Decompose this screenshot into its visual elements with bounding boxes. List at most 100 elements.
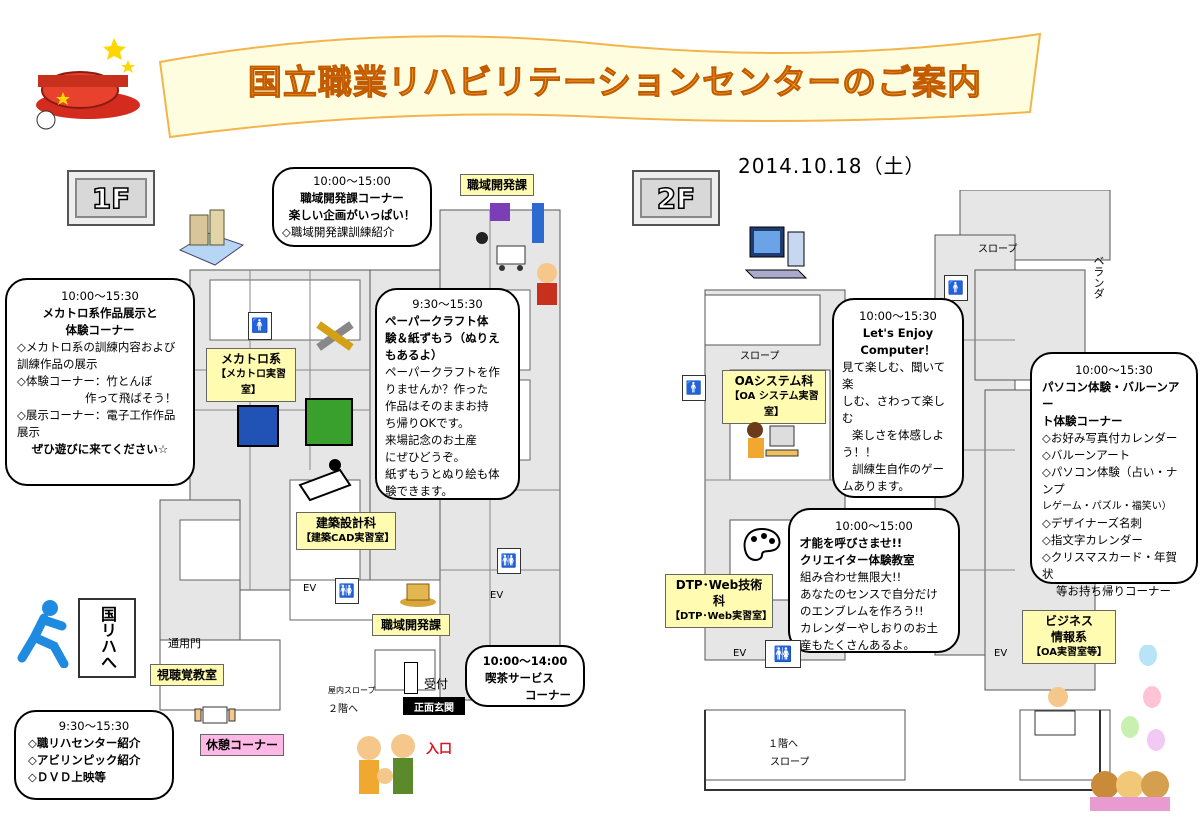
time-text: 10:00〜15:00 (313, 174, 391, 188)
detail-text: 験できます。 (385, 484, 453, 498)
time-text: 10:00〜15:30 (1075, 363, 1153, 377)
detail-text: ◇アビリンピック紹介 (28, 753, 141, 767)
detail-text: ムあります。 (842, 479, 910, 493)
tools-icon (316, 321, 354, 351)
slope-label: スロープ (770, 757, 810, 768)
detail-text: 組み合わせ無限大!! (800, 570, 902, 584)
main-entrance-label: 正面玄関 (403, 697, 465, 715)
label-text: 【OA実習室等】 (1031, 647, 1107, 658)
computer-icon (744, 226, 808, 279)
time-text: 9:30〜15:30 (58, 719, 130, 733)
time-text: 10:00〜15:30 (61, 289, 139, 303)
airplane-icon (36, 38, 140, 130)
entry-label: 入口 (426, 742, 453, 757)
detail-text: にぜひどうぞ。 (385, 450, 466, 464)
label-oa-system: OAシステム科 【OA システム実習室】 (722, 370, 826, 424)
detail-text: しむ、さわって楽しむ (842, 394, 945, 425)
detail-text: 作って飛ばそう！ (85, 391, 177, 405)
detail-text: ト体験コーナー (1042, 414, 1123, 428)
detail-text: 紙ずもうとぬり絵も体 (385, 467, 500, 481)
cafe-bubble: 10:00〜14:00 喫茶サービス コーナー (465, 645, 585, 707)
person-computer-icon (747, 422, 799, 458)
screwdriver-icon (305, 398, 353, 446)
palette-icon (743, 527, 781, 561)
detail-text: 職域開発課コーナー (300, 191, 404, 205)
label-text: 【建築CAD実習室】 (301, 533, 395, 544)
label-text: ビジネス (1044, 614, 1093, 628)
detail-text: 等お持ち帰りコーナー (1056, 584, 1171, 598)
label-text: 建築設計科 (315, 516, 376, 530)
elevator-label: EV (490, 590, 504, 601)
detail-text: 産もたくさんあるよ。 (800, 638, 915, 652)
shopping-icon (476, 203, 557, 305)
page-title: 国立職業リハビリテーションセンターのご案内 (247, 63, 983, 104)
detail-text: ◇展示コーナー：電子工作作品 (17, 408, 176, 422)
label-text: OAシステム科 (734, 374, 814, 388)
label-text: DTP･Web技術科 (675, 578, 763, 608)
av-room-bubble: 9:30〜15:30 ◇職リハセンター紹介 ◇アビリンピック紹介 ◇ＤＶＤ上映等 (14, 710, 174, 800)
direction-sign: 国リハへ (78, 598, 136, 678)
pc-balloon-bubble: 10:00〜15:30 パソコン体験・バルーンアー ト体験コーナー ◇お好み写真… (1030, 352, 1198, 598)
detail-text: ◇職リハセンター紹介 (28, 736, 141, 750)
label-av-room: 視聴覚教室 (150, 664, 224, 686)
to-2f-label: ２階へ (328, 704, 358, 715)
event-date: 2014.10.18（土） (738, 154, 926, 178)
detail-text: パソコン体験・バルーンアー (1042, 380, 1180, 411)
restroom-icon: 🚹 (682, 375, 706, 401)
detail-text: 楽しさを体感しよ (852, 428, 944, 442)
to-1f-label: １階へ (768, 739, 798, 750)
family-icon (357, 734, 415, 794)
detail-text: コーナー (525, 688, 571, 702)
elevator-label: EV (303, 583, 317, 594)
time-text: 9:30〜15:30 (412, 297, 483, 311)
label-dtp-web: DTP･Web技術科 【DTP･Web実習室】 (665, 574, 773, 628)
label-text: 【メカトロ実習室】 (216, 369, 286, 396)
title-banner (158, 32, 1042, 139)
drafting-icon (298, 459, 352, 502)
floor-1f-tag: 1F (67, 170, 155, 226)
detail-text: ◇指文字カレンダー (1042, 533, 1143, 547)
detail-text: Let's Enjoy (862, 326, 934, 340)
detail-text: ペーパークラフトを作 (385, 365, 500, 379)
reception-label: 受付 (424, 677, 449, 691)
label-business-info: ビジネス 情報系 【OA実習室等】 (1022, 610, 1116, 664)
detail-text: 見て楽しむ、聞いて楽 (842, 360, 946, 391)
detail-text: ◇バルーンアート (1042, 448, 1131, 462)
running-man-icon (17, 600, 69, 668)
label-mechatronics: メカトロ系 【メカトロ実習室】 (206, 348, 296, 402)
detail-text: 作品はそのままお持 (385, 399, 489, 413)
indoor-slope-label: 屋内スロープ (328, 686, 376, 695)
detail-text: ◇ＤＶＤ上映等 (28, 770, 106, 784)
label-rest-corner: 休憩コーナー (200, 734, 284, 756)
coffee-icon (400, 583, 436, 607)
detail-text: りませんか？作った (385, 382, 489, 396)
detail-text: あなたのセンスで自分だけ (800, 587, 938, 601)
balloons-bears-icon (1034, 645, 1170, 811)
detail-text: ◇パソコン体験（占い・ナンプ (1042, 465, 1178, 496)
restroom-icon: 🚹 (944, 275, 968, 301)
reception-desk (404, 662, 418, 694)
restroom-icon: 🚹 (248, 312, 272, 340)
detail-text: ◇お好み写真付カレンダー (1042, 431, 1178, 445)
label-text: 【OA システム実習室】 (729, 391, 819, 418)
slope-label: スロープ (978, 244, 1018, 255)
floor-2f-plan (704, 190, 1111, 791)
label-text: 【DTP･Web実習室】 (670, 611, 773, 622)
label-shokuiki-bottom: 職域開発課 (372, 614, 450, 636)
time-text: 10:00〜15:00 (835, 519, 913, 533)
detail-text: 験＆紙ずもう（ぬりえ (385, 331, 500, 345)
label-text: 情報系 (1050, 630, 1087, 644)
wrench-bolt-icon (237, 405, 279, 447)
detail-text: 才能を呼びさませ!! (800, 536, 903, 550)
table-chairs-icon (194, 706, 236, 724)
detail-text: ◇メカトロ系の訓練内容および (17, 340, 176, 354)
detail-text: ◇体験コーナー：竹とんぼ (17, 374, 153, 388)
detail-text: 訓練生自作のゲー (852, 462, 944, 476)
detail-text: 来場記念のお土産 (385, 433, 477, 447)
time-text: 10:00〜15:30 (859, 309, 937, 323)
detail-text: う！！ (842, 445, 877, 459)
detail-text: ペーパークラフト体 (385, 314, 489, 328)
detail-text: もあるよ） (385, 348, 443, 362)
label-shokuiki-top: 職域開発課 (460, 174, 534, 196)
restroom-icon: 🚻 (497, 548, 521, 574)
